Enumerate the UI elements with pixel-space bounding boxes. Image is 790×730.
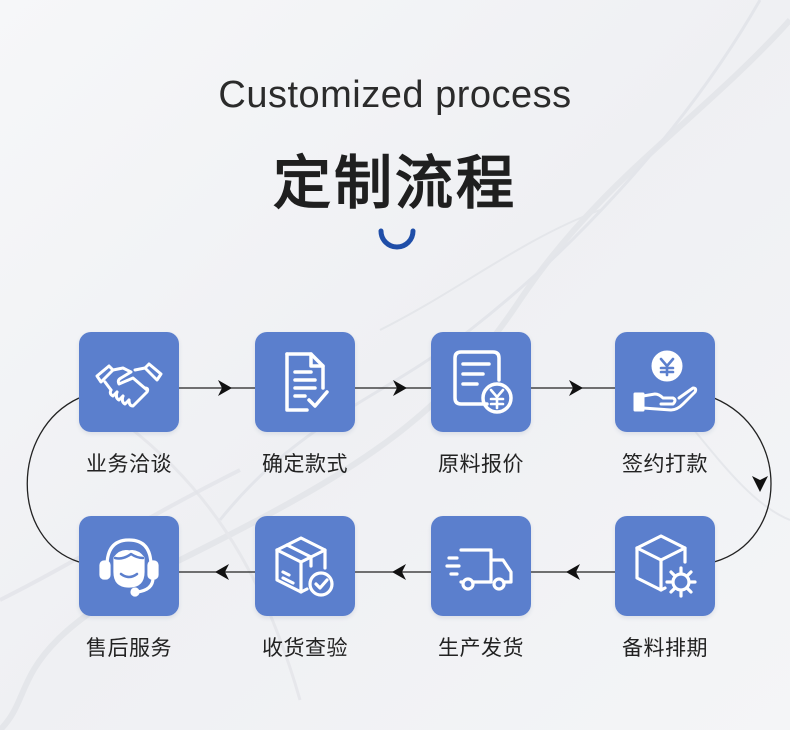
step-label: 收货查验 <box>262 636 348 660</box>
step-label: 售后服务 <box>86 636 172 660</box>
step-business-negotiation: 业务洽谈 <box>79 332 179 478</box>
step-tile <box>431 516 531 616</box>
package-check-icon <box>275 536 334 597</box>
title-chinese: 定制流程 <box>272 149 517 217</box>
step-receipt-inspection: 收货查验 <box>255 516 355 662</box>
step-label: 业务洽谈 <box>86 452 172 476</box>
step-material-scheduling: 备料排期 <box>615 516 715 662</box>
step-material-quotation: 原料报价 <box>431 332 531 478</box>
step-label: 确定款式 <box>262 452 348 476</box>
step-tile <box>255 516 355 616</box>
step-tile <box>431 332 531 432</box>
step-label: 生产发货 <box>438 636 524 660</box>
step-sign-payment: 签约打款 <box>615 332 715 478</box>
step-label: 原料报价 <box>438 452 524 476</box>
step-tile <box>79 516 179 616</box>
step-after-sales-service: 售后服务 <box>79 516 179 662</box>
hand-yen-coin-icon <box>633 350 698 412</box>
step-production-shipping: 生产发货 <box>431 516 531 662</box>
decorative-arc <box>378 228 416 250</box>
title-english: Customized process <box>218 74 572 116</box>
step-tile <box>615 332 715 432</box>
invoice-yen-icon <box>453 350 513 414</box>
step-label: 备料排期 <box>622 636 708 660</box>
box-gear-icon <box>635 534 697 598</box>
handshake-icon <box>95 362 163 408</box>
step-label: 签约打款 <box>622 452 708 476</box>
customer-service-headset-icon <box>99 538 159 597</box>
step-tile <box>255 332 355 432</box>
step-tile <box>615 516 715 616</box>
delivery-truck-icon <box>445 548 513 591</box>
document-check-icon <box>285 352 329 412</box>
step-tile <box>79 332 179 432</box>
step-confirm-style: 确定款式 <box>255 332 355 478</box>
